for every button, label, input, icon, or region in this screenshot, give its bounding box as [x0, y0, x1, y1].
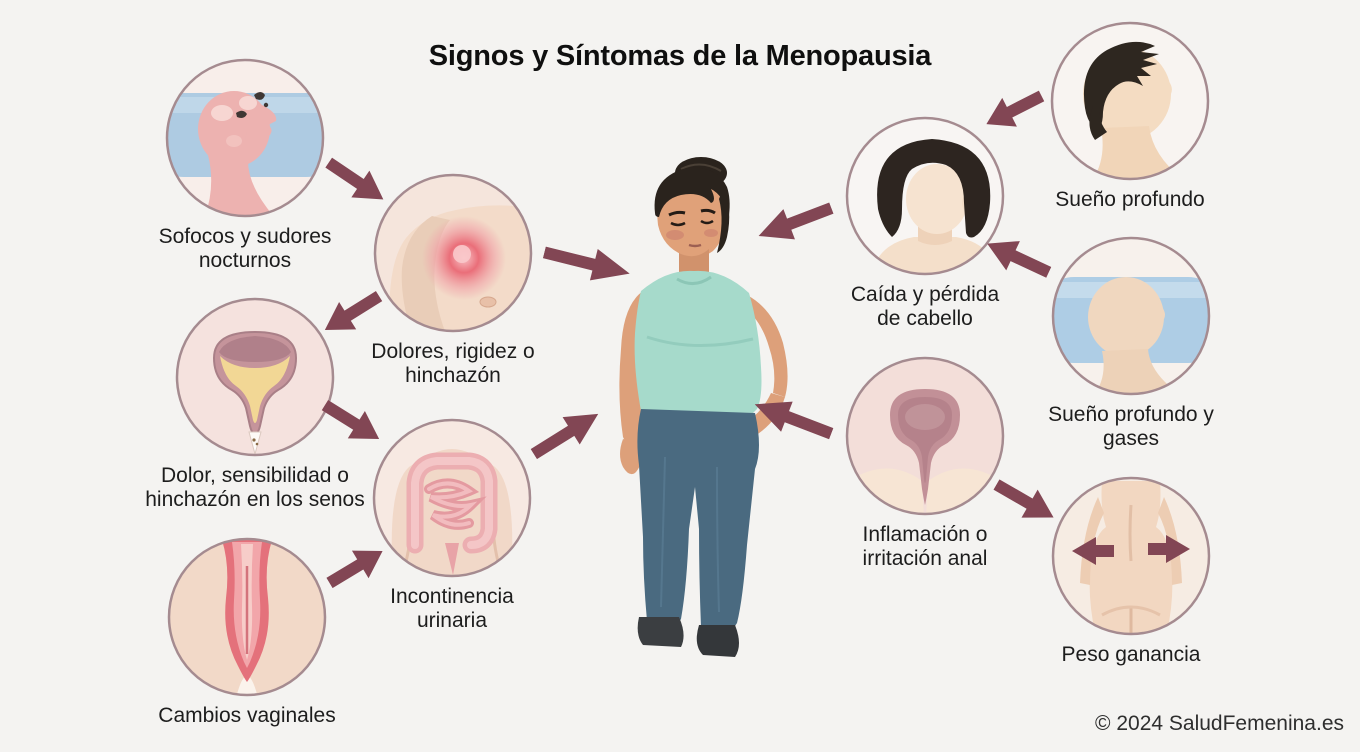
- menopausal-woman-illustration: [619, 157, 788, 657]
- arrow-inflamacion-to-center: [749, 388, 838, 449]
- symptom-sofocos: Sofocos y sudores nocturnos: [125, 57, 365, 274]
- symptom-senos: Dolor, sensibilidad o hinchazón en los s…: [125, 296, 385, 513]
- symptom-label: Sueño profundo: [1055, 188, 1205, 211]
- breast-tenderness-icon: [175, 297, 335, 457]
- arrow-sueno-profundo-to-caida: [979, 81, 1050, 139]
- vaginal-changes-icon: [167, 537, 327, 697]
- arrow-inflamacion-to-peso: [988, 470, 1062, 532]
- symptom-label: Peso ganancia: [1061, 643, 1201, 666]
- symptom-label: Dolor, sensibilidad o hinchazón en los s…: [145, 464, 365, 512]
- arrow-dolores-to-center: [540, 236, 634, 290]
- night-sweats-icon: [165, 58, 325, 218]
- symptom-peso: Peso ganancia: [1011, 475, 1251, 667]
- arrow-senos-to-incontinencia: [316, 391, 388, 454]
- symptom-dolores: Dolores, rigidez o hinchazón: [333, 172, 573, 389]
- symptom-label: Inflamación o irritación anal: [862, 523, 988, 571]
- shoulder-pain-icon: [373, 173, 533, 333]
- arrow-caida-to-center: [752, 192, 837, 252]
- weight-gain-icon: [1051, 476, 1211, 636]
- arrow-sofocos-to-dolores: [319, 148, 393, 213]
- sleeping-pillow-icon: [1051, 236, 1211, 396]
- symptom-caida-cabello: Caída y pérdida de cabello: [805, 115, 1045, 332]
- symptom-sueno-profundo: Sueño profundo: [1010, 20, 1250, 212]
- hair-thinning-icon: [1050, 21, 1210, 181]
- copyright-text: © 2024 SaludFemenina.es: [1095, 712, 1344, 735]
- anal-irritation-icon: [845, 356, 1005, 516]
- symptom-label: Caída y pérdida de cabello: [850, 283, 1000, 331]
- symptom-sueno-gases: Sueño profundo y gases: [1011, 235, 1251, 452]
- symptom-label: Incontinencia urinaria: [390, 585, 514, 633]
- arrow-vaginales-to-incontinencia: [321, 536, 392, 597]
- symptom-label: Dolores, rigidez o hinchazón: [371, 340, 535, 388]
- symptom-label: Sofocos y sudores nocturnos: [158, 225, 332, 273]
- symptom-label: Cambios vaginales: [158, 704, 336, 727]
- symptom-incontinencia: Incontinencia urinaria: [332, 417, 572, 634]
- arrow-incontinencia-to-center: [525, 399, 607, 468]
- symptom-label: Sueño profundo y gases: [1048, 403, 1214, 451]
- hair-loss-bob-icon: [845, 116, 1005, 276]
- symptom-vaginales: Cambios vaginales: [127, 536, 367, 728]
- infographic-title: Signos y Síntomas de la Menopausia: [428, 40, 932, 72]
- symptom-inflamacion: Inflamación o irritación anal: [805, 355, 1045, 572]
- arrow-sueno-gases-to-caida: [980, 228, 1056, 288]
- arrow-dolores-to-senos: [316, 282, 388, 345]
- intestines-icon: [372, 418, 532, 578]
